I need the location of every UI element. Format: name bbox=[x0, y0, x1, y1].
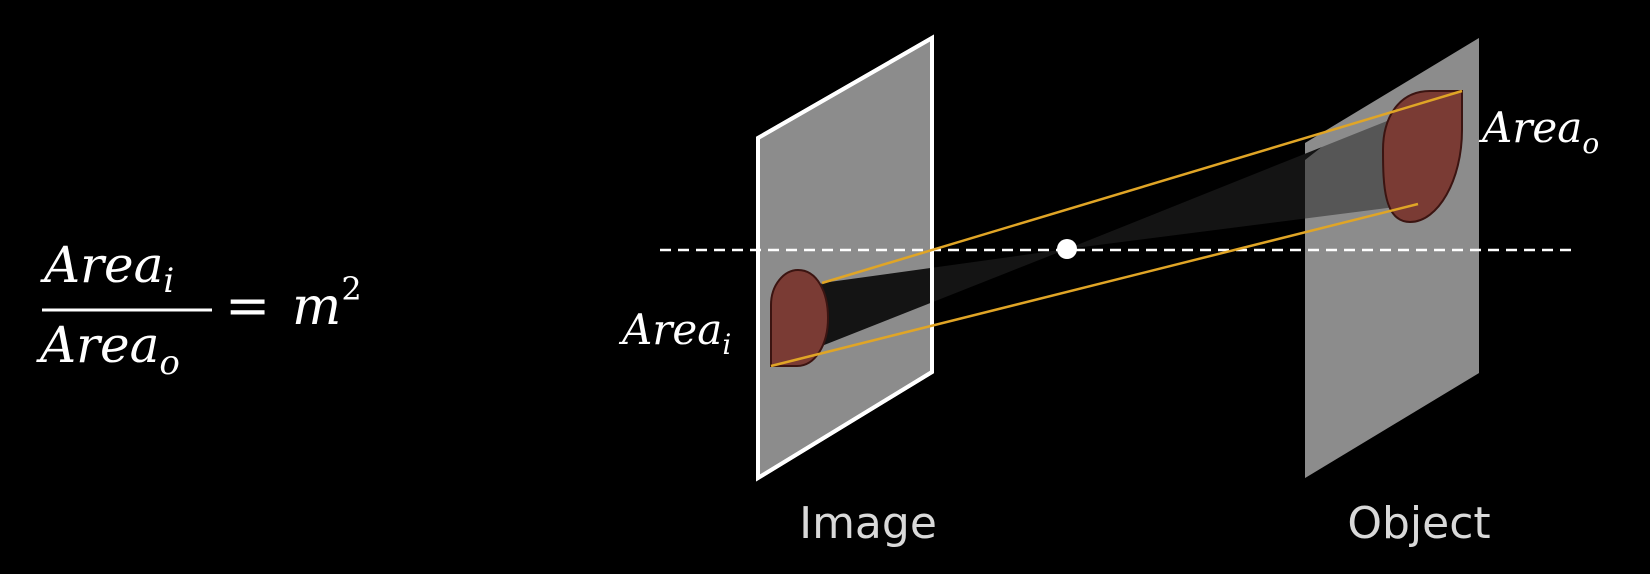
image-area-shape bbox=[770, 268, 830, 367]
formula-numerator: Areai bbox=[40, 236, 174, 301]
pinhole-dot bbox=[1057, 239, 1077, 259]
image-side-ray-cone bbox=[771, 249, 1067, 366]
image-plane-caption: Image bbox=[799, 498, 937, 549]
image-area-label: Areai bbox=[618, 305, 731, 361]
formula-rhs: m2 bbox=[292, 270, 362, 337]
object-area-shape bbox=[1381, 90, 1463, 224]
area-ratio-formula: Areai Areao = m2 bbox=[36, 236, 362, 383]
object-area-label: Areao bbox=[1478, 103, 1599, 160]
lower-ray bbox=[770, 202, 1419, 368]
object-plane-caption: Object bbox=[1347, 498, 1490, 549]
formula-denominator: Areao bbox=[36, 316, 180, 383]
image-plane-border bbox=[756, 34, 934, 482]
upper-ray bbox=[821, 89, 1463, 285]
formula-equals-sign: = bbox=[225, 274, 270, 337]
